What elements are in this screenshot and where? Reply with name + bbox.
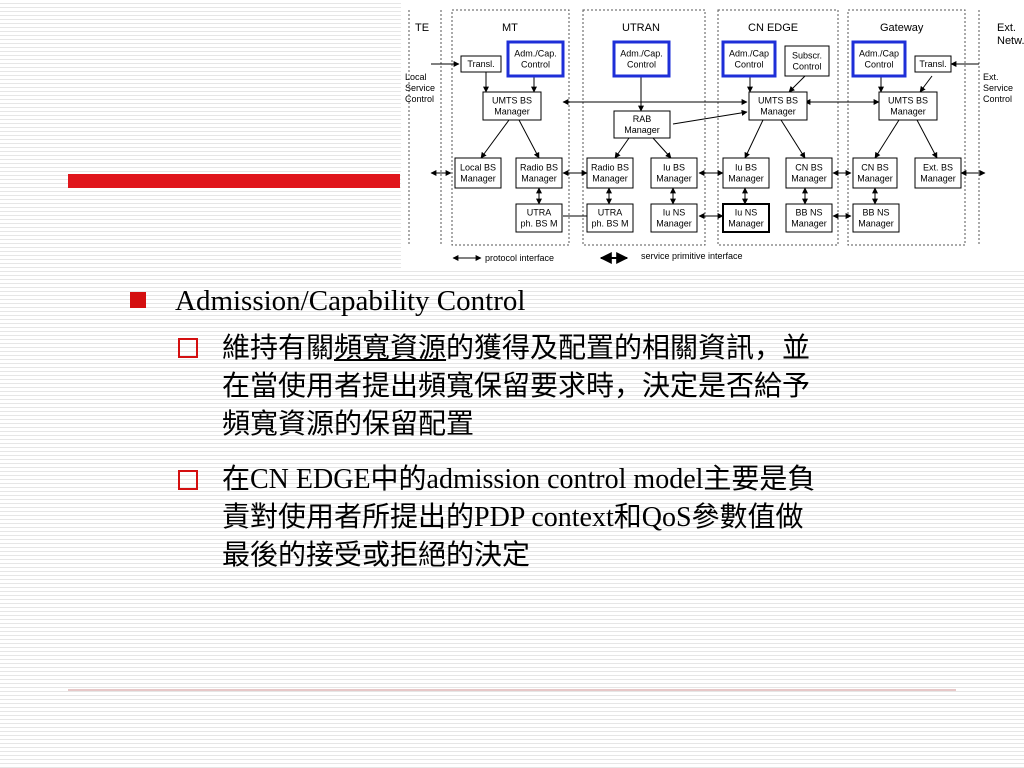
legend-primitive-label: service primitive interface	[641, 251, 743, 261]
gw-transl-label: Transl.	[919, 59, 946, 69]
sub1-underlined-term: 頻寬資源	[334, 333, 447, 364]
mt-utra-box	[515, 203, 563, 233]
square-bullet-icon	[130, 292, 146, 308]
col-te: TE	[415, 22, 429, 34]
hollow-square-bullet-icon	[178, 338, 198, 358]
cn-bb-ns-box	[785, 203, 833, 233]
utran-adm-cap-label: Adm./Cap.Control	[620, 49, 663, 70]
sub1-line3: 頻寬資源的保留配置	[222, 409, 475, 440]
sub2-line3: 最後的接受或拒絕的決定	[222, 540, 531, 571]
cn-iu-bs-box	[722, 157, 770, 189]
sub1-line2: 在當使用者提出頻寬保留要求時，決定是否給予	[222, 371, 811, 402]
sub1-line1-pre: 維持有關	[222, 333, 335, 364]
mt-transl-label: Transl.	[467, 59, 494, 69]
mt-radio-bs-box	[515, 157, 563, 189]
mt-transl-box	[460, 55, 502, 73]
utran-adm-cap-box	[612, 40, 671, 78]
mt-adm-cap-label: Adm./Cap.Control	[514, 49, 557, 70]
cnedge-column-frame	[717, 9, 839, 246]
bullet-title: Admission/Capability Control	[175, 285, 526, 317]
cn-cn-bs-box	[785, 157, 833, 189]
gw-umts-bs-box	[878, 91, 938, 121]
cn-subscr-label: Subscr.Control	[792, 51, 822, 72]
cn-umts-bs-box	[748, 91, 808, 121]
gw-adm-cap-box	[851, 40, 907, 78]
hollow-square-bullet-icon	[178, 470, 198, 490]
utran-radio-bs-box	[586, 157, 634, 189]
utran-column-frame	[582, 9, 706, 246]
col-ext-netw: Ext.Netw.	[997, 22, 1024, 47]
utran-iu-bs-box	[650, 157, 698, 189]
col-mt: MT	[502, 22, 518, 34]
gw-cn-bs-box	[852, 157, 898, 189]
sub-bullet-1: 維持有關頻寬資源的獲得及配置的相關資訊，並 在當使用者提出頻寬保留要求時，決定是…	[222, 330, 950, 444]
cn-iu-ns-box	[722, 203, 770, 233]
gw-transl-box	[914, 55, 952, 73]
cn-subscr-box	[784, 45, 830, 77]
sub2-line2: 責對使用者所提出的PDP context和QoS參數值做	[222, 502, 804, 533]
col-utran: UTRAN	[622, 22, 660, 34]
utran-utra-box	[586, 203, 634, 233]
mt-umts-bs-box	[482, 91, 542, 121]
col-cnedge: CN EDGE	[748, 22, 798, 34]
sub-bullet-2: 在CN EDGE中的admission control model主要是負 責對…	[222, 461, 950, 575]
qos-architecture-diagram: TE MT UTRAN CN EDGE Gateway Ext.Netw. Lo…	[401, 0, 1024, 268]
mt-local-bs-box	[454, 157, 502, 189]
cn-adm-cap-box	[721, 40, 777, 78]
mt-adm-cap-box	[506, 40, 565, 78]
utran-rab-box	[613, 110, 671, 139]
footer-divider	[68, 689, 956, 691]
col-gateway: Gateway	[880, 22, 924, 34]
title-accent-bar	[68, 174, 400, 188]
gw-ext-bs-box	[914, 157, 962, 189]
sub1-line1-post: 的獲得及配置的相關資訊，並	[446, 333, 811, 364]
sub2-line1: 在CN EDGE中的admission control model主要是負	[222, 464, 816, 495]
gw-bb-ns-box	[852, 203, 900, 233]
utran-iu-ns-box	[650, 203, 698, 233]
legend-protocol-label: protocol interface	[485, 253, 554, 263]
